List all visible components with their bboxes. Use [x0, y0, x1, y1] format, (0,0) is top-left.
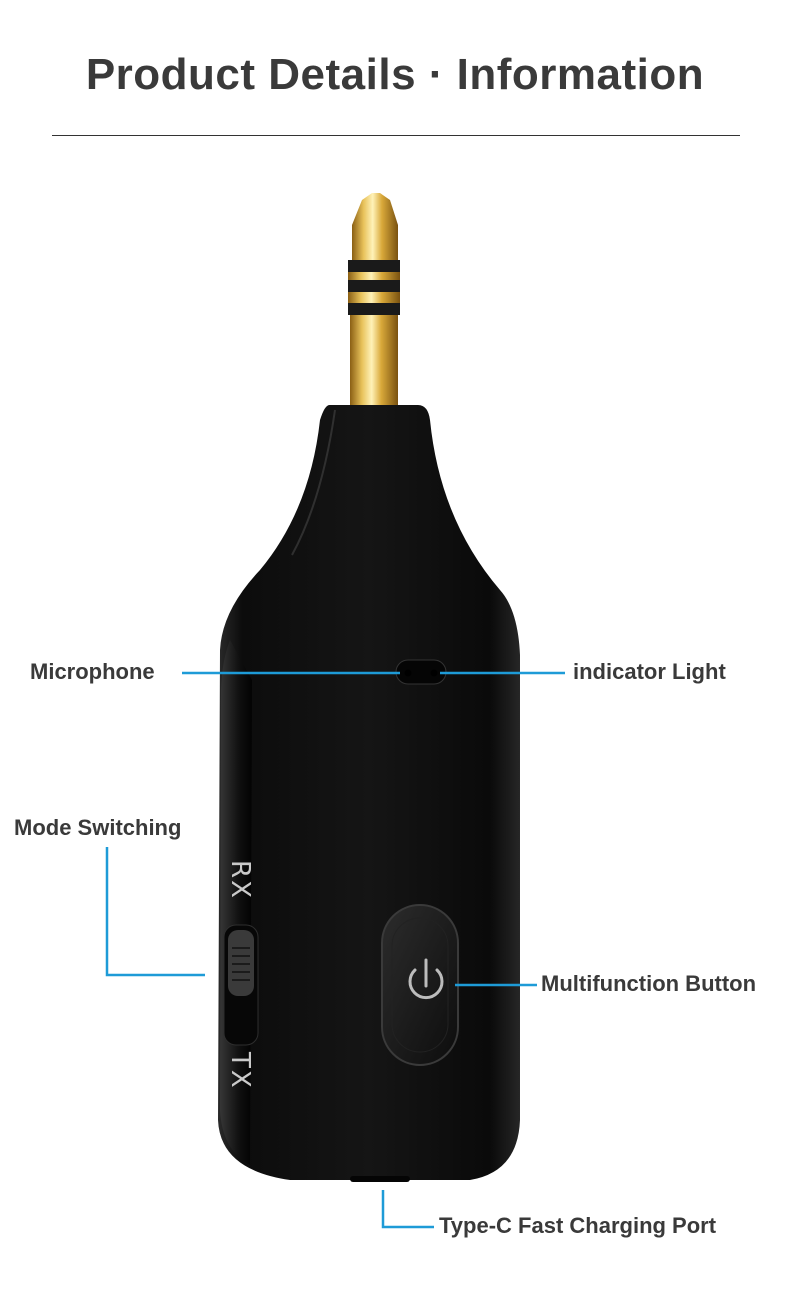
- callout-lines: [105, 671, 565, 1229]
- label-charging-port: Type-C Fast Charging Port: [439, 1213, 717, 1238]
- mode-switch: [223, 924, 259, 1046]
- page-title: Product Details · Information: [85, 50, 705, 99]
- title-divider: [52, 135, 740, 136]
- label-mode-switching: Mode Switching: [14, 815, 182, 840]
- switch-tx-label: TX: [225, 1051, 255, 1090]
- label-microphone: Microphone: [30, 659, 155, 684]
- multifunction-button: [381, 904, 459, 1066]
- transmitter-body: [218, 404, 520, 1180]
- mic-indicator-holes: [395, 659, 447, 685]
- power-icon: [408, 958, 444, 1000]
- usb-c-port: [350, 1176, 410, 1182]
- switch-rx-label: RX: [225, 860, 255, 900]
- label-multifunction-button: Multifunction Button: [541, 971, 757, 996]
- audio-plug: [348, 193, 400, 405]
- label-indicator-light: indicator Light: [573, 659, 726, 684]
